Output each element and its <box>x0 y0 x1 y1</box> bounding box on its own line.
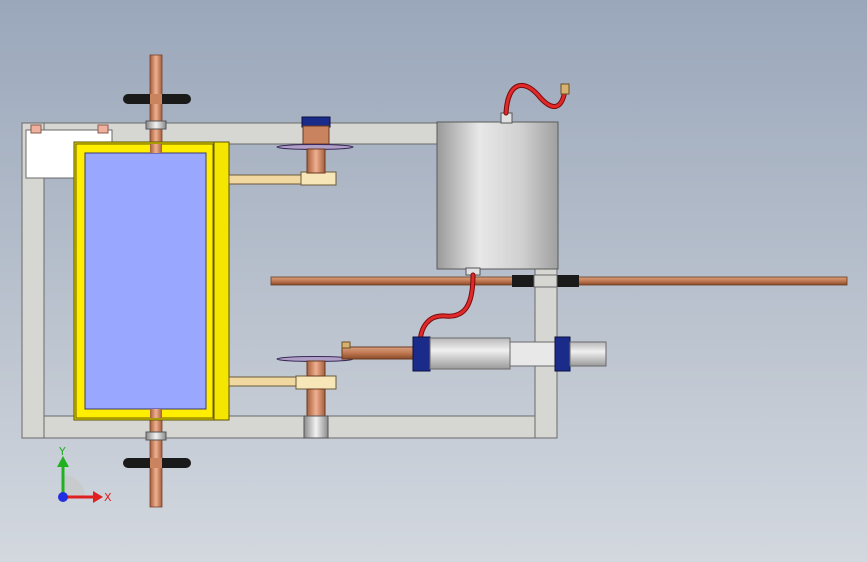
linkage-arm-top <box>228 171 337 186</box>
filter-panel <box>73 141 230 421</box>
x-axis-label: X <box>104 491 112 504</box>
x-axis-arrowhead <box>93 491 103 503</box>
pivot-column-top <box>276 116 354 174</box>
y-axis-arrowhead <box>57 456 69 467</box>
z-axis-dot <box>58 492 68 502</box>
pivot-column-bottom <box>276 356 354 439</box>
hose-top <box>503 82 570 116</box>
handle-knob-bottom <box>123 458 191 468</box>
reservoir-tank <box>436 112 559 276</box>
linkage-arm-bottom <box>228 375 337 390</box>
y-axis-label: Y <box>58 445 66 458</box>
horizontal-shaft <box>270 274 848 288</box>
coordinate-triad: Y X <box>57 445 112 504</box>
pneumatic-cylinder <box>341 336 607 372</box>
hose-bottom <box>417 272 476 348</box>
triad-plane-arc <box>63 475 85 497</box>
handle-knob-top <box>123 94 191 104</box>
